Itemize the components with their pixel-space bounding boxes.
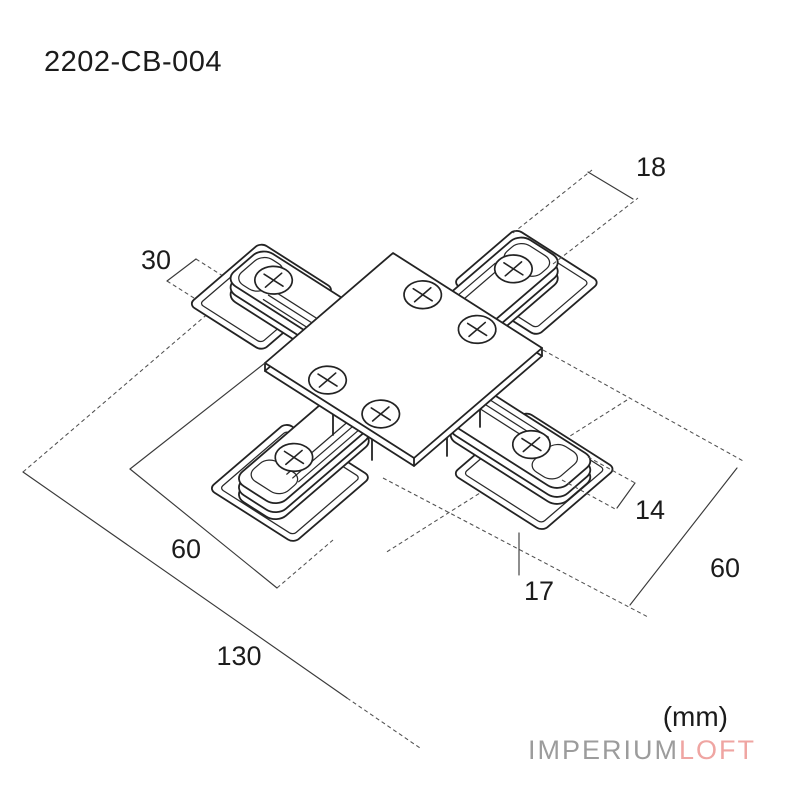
brand-logo: IMPERIUMLOFT <box>0 735 756 766</box>
dim-label-end-height: 14 <box>635 495 665 525</box>
product-code: 2202-CB-004 <box>44 46 222 78</box>
dim-label-arm-width: 18 <box>636 152 666 182</box>
screw-icon <box>396 275 449 314</box>
brand-logo-imperium: IMPERIUM <box>527 735 679 765</box>
screw-icon <box>451 310 504 349</box>
dim-label-base-length: 60 <box>171 534 201 564</box>
screw-icon <box>487 249 540 288</box>
dimension-lines <box>23 172 737 698</box>
cover-plate <box>265 253 542 466</box>
dim-label-center-offset: 17 <box>524 576 554 606</box>
screw-icon <box>247 261 300 300</box>
screw-icon <box>505 425 558 464</box>
extension-lines-front <box>513 170 745 510</box>
arm-lower-left <box>209 396 375 544</box>
dim-label-base-width: 60 <box>710 553 740 583</box>
screw-icon <box>354 394 407 433</box>
units-label: (mm) <box>662 701 728 732</box>
screw-icon <box>301 361 354 400</box>
brand-logo-loft: LOFT <box>678 735 756 765</box>
arm-lower-right <box>445 387 616 531</box>
dim-label-overall-length: 130 <box>216 641 261 671</box>
dimension-labels: 18 30 14 60 17 60 130 <box>141 152 740 671</box>
dim-label-arm-length: 30 <box>141 245 171 275</box>
screw-icon <box>268 438 321 477</box>
